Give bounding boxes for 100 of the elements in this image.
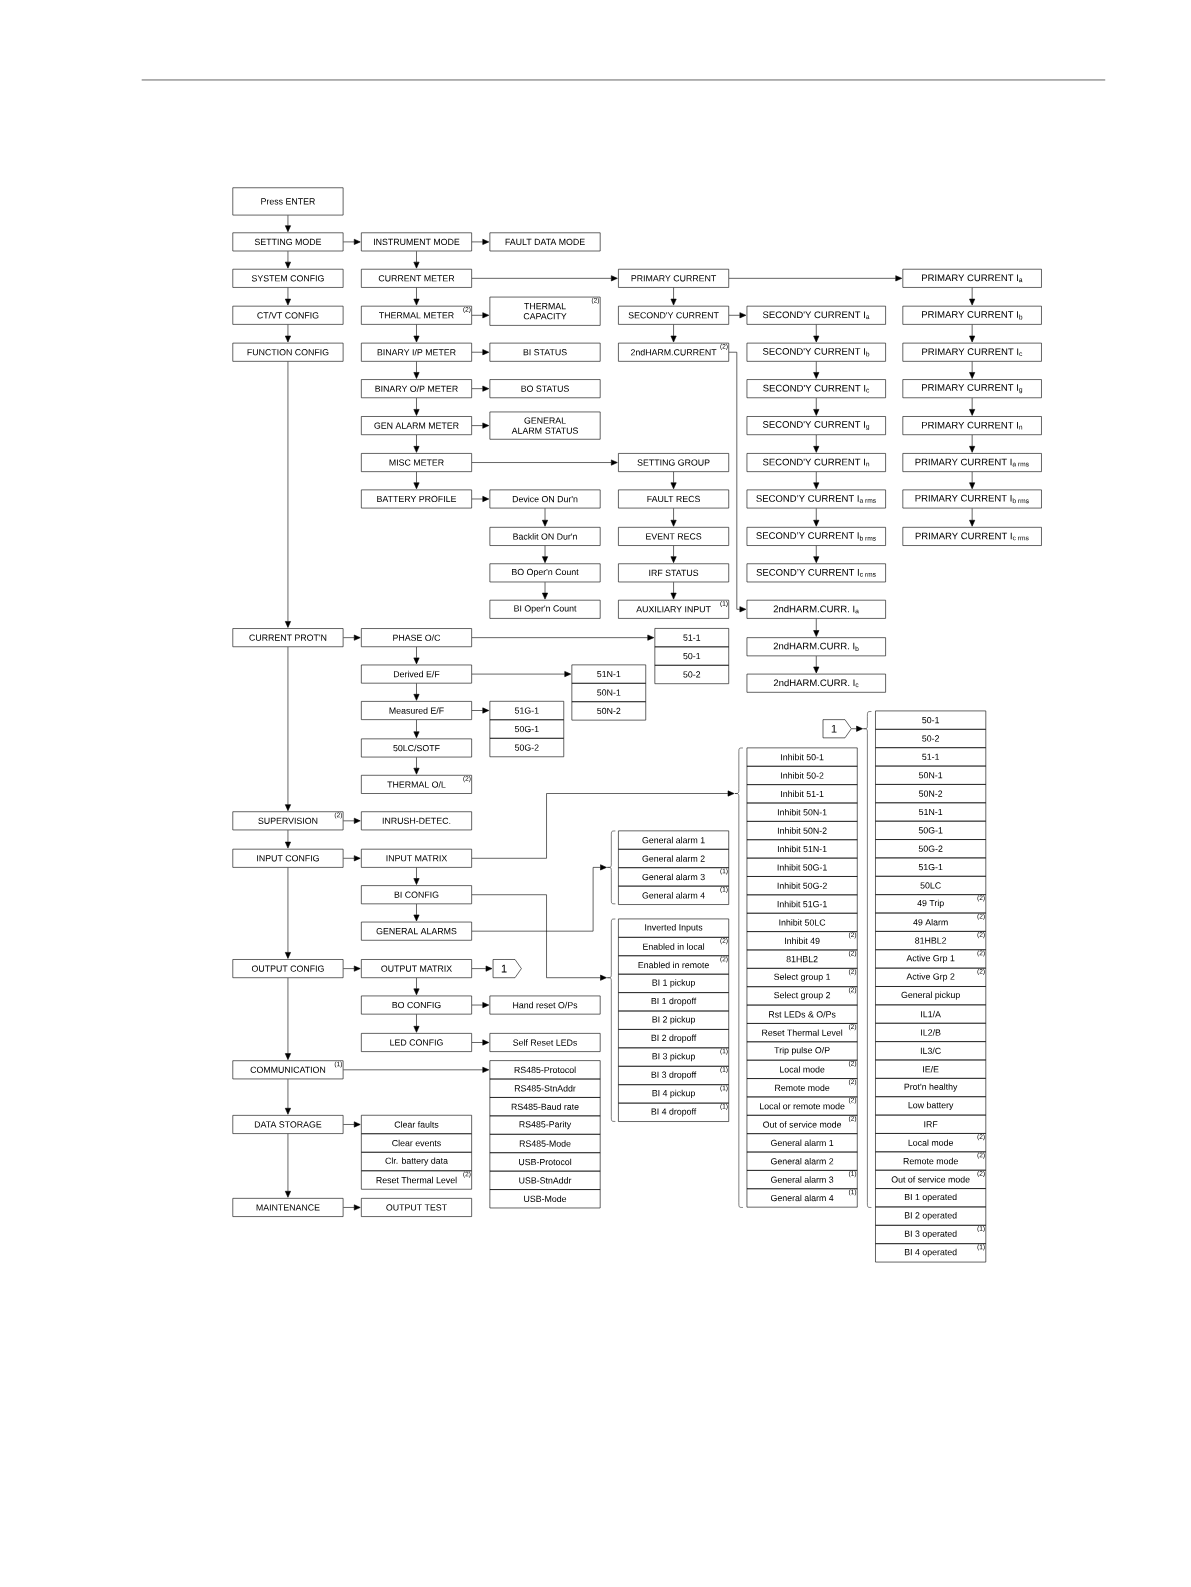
- menu-box: Self Reset LEDs: [489, 1033, 601, 1052]
- list-cell: RS485-StnAddr: [489, 1078, 601, 1098]
- arrow: [471, 671, 571, 678]
- list-cell: BI 2 pickup: [617, 1010, 729, 1030]
- arrow: [284, 646, 291, 811]
- menu-box: INPUT CONFIG: [232, 848, 344, 868]
- list-cell: General alarm 1: [617, 830, 729, 850]
- arrow: [343, 1066, 489, 1073]
- arrow: [284, 287, 291, 306]
- arrow: [471, 312, 489, 319]
- list-cell: Rst LEDs & O/Ps: [746, 1004, 858, 1024]
- list-cell: Inhibit 50-2: [746, 765, 858, 785]
- list-cell: Inverted Inputs: [617, 918, 729, 938]
- menu-box: Backlit ON Dur'n: [489, 527, 601, 546]
- list-cell: IL2/B: [875, 1022, 986, 1042]
- arrow: [413, 324, 420, 343]
- menu-box: CURRENT PROT'N: [232, 628, 344, 648]
- arrow: [471, 790, 735, 859]
- list-cell: 50-1: [875, 710, 986, 730]
- menu-box: SECOND'Y CURRENT I$_{a}$: [746, 305, 886, 325]
- arrow: [284, 1133, 291, 1198]
- arrow: [343, 965, 361, 972]
- menu-box: INSTRUMENT MODE: [360, 232, 472, 252]
- arrow: [284, 215, 291, 233]
- list-cell: Prot'n healthy: [875, 1078, 986, 1098]
- menu-box: BI Oper'n Count: [489, 599, 601, 619]
- curly-brace: [734, 747, 744, 1208]
- arrow: [471, 496, 489, 502]
- menu-box: $\text{PRIMARY CURRENT I}_{\text{b rms}}$: [902, 489, 1042, 509]
- list-cell: BI 1 dropoff: [617, 992, 729, 1012]
- list-cell: 50G-2: [875, 839, 986, 859]
- list-cell: IL3/C: [875, 1041, 986, 1061]
- list-cell: IE/E: [875, 1059, 986, 1079]
- arrow: [284, 324, 291, 343]
- menu-box: $\text{PRIMARY CURRENT I}_{\text{c rms}}$: [902, 527, 1042, 546]
- arrow: [413, 683, 420, 701]
- arrow: [813, 508, 820, 527]
- menu-box: $\text{SECOND'Y CURRENT I}_{\text{c rms}}$: [746, 563, 886, 583]
- arrow: [471, 707, 489, 714]
- arrow: [813, 471, 820, 490]
- arrow: [471, 1039, 489, 1046]
- menu-box: GENERAL ALARM STATUS: [489, 411, 601, 440]
- menu-box: BATTERY PROFILE: [360, 489, 472, 509]
- list-cell: 50LC: [875, 875, 986, 895]
- list-cell: 50N-2: [875, 784, 986, 804]
- list-cell: Clear faults: [360, 1114, 472, 1134]
- arrow: [413, 287, 420, 306]
- arrow: [813, 545, 820, 563]
- list-cell: 51N-1: [571, 664, 646, 684]
- menu-box: BINARY I/P METER: [360, 342, 472, 362]
- arrow: [471, 1002, 489, 1008]
- menu-box: LED CONFIG: [360, 1033, 472, 1052]
- arrow: [969, 361, 975, 379]
- menu-box: FAULT DATA MODE: [489, 232, 601, 252]
- arrow: [969, 397, 975, 416]
- arrow: [728, 312, 747, 319]
- list-cell: Inhibit 51-1: [746, 784, 858, 804]
- arrow: [851, 725, 863, 732]
- list-cell: RS485-Protocol: [489, 1060, 601, 1080]
- menu-box: SETTING GROUP: [617, 453, 729, 472]
- list-cell: USB-StnAddr: [489, 1170, 601, 1190]
- list-cell: General pickup: [875, 986, 986, 1006]
- list-cell: 50-2: [654, 664, 729, 684]
- arrow: [670, 287, 677, 306]
- arrow: [343, 238, 361, 245]
- menu-box: 2ndHARM.CURR. I$_{c}$: [746, 673, 886, 693]
- menu-box: OUTPUT TEST: [360, 1198, 472, 1217]
- menu-box: BO STATUS: [489, 379, 601, 399]
- list-cell: 50G-1: [875, 820, 986, 840]
- list-cell: 50N-1: [875, 765, 986, 785]
- menu-box: SECOND'Y CURRENT: [617, 305, 729, 325]
- arrow: [343, 817, 361, 824]
- menu-box: $\text{SECOND'Y CURRENT I}_{\text{a rms}}$: [746, 489, 886, 509]
- arrow: [670, 324, 677, 343]
- list-cell: 50G-1: [489, 719, 564, 739]
- menu-box: Derived E/F: [360, 664, 472, 684]
- arrow: [343, 634, 361, 641]
- arrow: [343, 1204, 361, 1211]
- list-cell: 50G-2: [489, 738, 564, 758]
- arrow: [670, 508, 677, 527]
- arrow: [541, 581, 548, 600]
- list-cell: Inhibit 50N-1: [746, 802, 858, 822]
- arrow: [471, 634, 654, 641]
- arrow: [969, 508, 975, 527]
- menu-box: EVENT RECS: [617, 527, 729, 546]
- menu-box: 50LC/SOTF: [360, 738, 472, 758]
- list-cell: Inhibit 51G-1: [746, 894, 858, 914]
- arrow: [813, 618, 820, 637]
- arrow: [969, 287, 975, 306]
- arrow: [413, 471, 420, 490]
- list-cell: Inhibit 50LC: [746, 912, 858, 932]
- menu-box: MAINTENANCE: [232, 1198, 344, 1217]
- list-cell: 51N-1: [875, 802, 986, 822]
- arrow: [670, 581, 677, 600]
- menu-box: SECOND'Y CURRENT I$_{c}$: [746, 379, 886, 399]
- menu-box: $\text{SECOND'Y CURRENT I}_{\text{b rms}}$: [746, 527, 886, 546]
- menu-box: FUNCTION CONFIG: [232, 342, 344, 362]
- arrow: [471, 349, 489, 356]
- menu-box: PHASE O/C: [360, 628, 472, 648]
- arrow: [284, 251, 291, 269]
